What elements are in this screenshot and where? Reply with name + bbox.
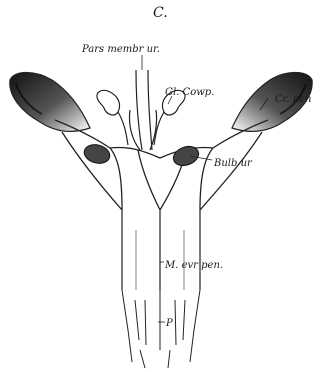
penile-shaft	[122, 210, 200, 290]
left-crus	[10, 73, 90, 132]
panel-letter: C.	[153, 5, 168, 21]
distal-tip	[122, 290, 200, 368]
label-pars-membr-ur: Pars membr ur.	[81, 44, 160, 55]
label-p: P	[165, 318, 173, 329]
label-cr-pen: Cr. pen	[275, 94, 311, 105]
label-m-evr-pen: M. evr pen.	[164, 260, 223, 271]
membranous-urethra	[129, 70, 156, 150]
cowper-glands	[97, 90, 185, 145]
label-bulb-ur: Bulb ur	[213, 158, 253, 169]
label-gl-cowp: Gl. Cowp.	[165, 87, 214, 98]
right-bulb	[171, 143, 202, 169]
